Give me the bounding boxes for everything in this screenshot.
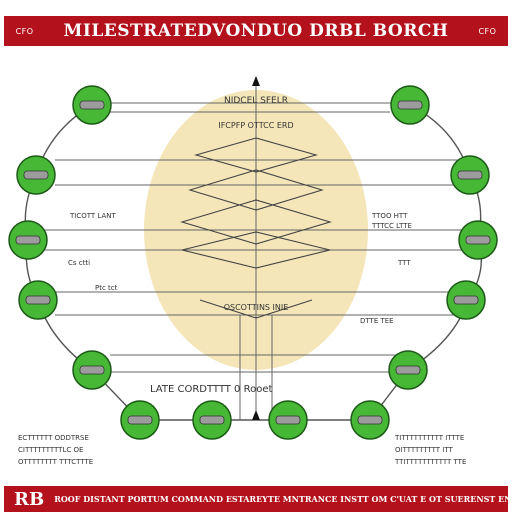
node-8-badge [453,295,479,305]
title-banner: CFO MILESTRATEDVONDUO DRBL BORCH CFO [4,16,508,46]
center-top-label: NIDCEL SFELR [224,96,288,106]
header-right-tag: CFO [478,26,497,36]
node-9-badge [79,365,105,375]
top-marker-icon [252,76,260,86]
footer-banner: RB ROOF DISTANT PORTUM COMMAND ESTAREYTE… [4,486,508,512]
left-legend: ECTTTTTT ODDTRSE CITTTTTTTTTLC OE OTTTTT… [18,434,93,466]
left-legend-line-2: CITTTTTTTTTLC OE [18,446,83,454]
node-7-badge [25,295,51,305]
node-11-badge [127,415,153,425]
node-6-badge [465,235,491,245]
center-mid-label: OSCOTTINS INIE [224,303,289,312]
right-label-3: TTT [397,259,411,267]
left-label-2: Cs ctti [68,259,90,267]
center-diamonds [180,137,332,319]
node-10-badge [395,365,421,375]
left-legend-line-1: ECTTTTTT ODDTRSE [18,434,89,442]
node-2-badge [397,100,423,110]
node-1-badge [79,100,105,110]
left-legend-line-3: OTTTTTTTT TTTCTTTE [18,458,93,466]
node-4-badge [457,170,483,180]
right-legend-line-3: TTITTTTTTTTTTT TTE [394,458,466,466]
node-14-badge [357,415,383,425]
right-legend-line-2: OITTTTTTTTT ITT [395,446,454,454]
right-label-2: TTTCC LTTE [371,222,412,230]
left-label-3: Ptc tct [95,284,118,292]
bottom-row-label: LATE CORDTTTT 0 Rooet [150,384,272,395]
right-legend-line-1: TITTTTTTTTTT ITTTE [394,434,464,442]
footer-text: ROOF DISTANT PORTUM COMMAND ESTAREYTE MN… [54,494,508,504]
right-label-1: TTOO HTT [371,212,408,220]
left-label-1: TICOTT LANT [69,212,116,220]
right-label-4: DTTE TEE [360,317,394,325]
node-5-badge [15,235,41,245]
node-12-badge [199,415,225,425]
bottom-marker-icon [252,410,260,420]
right-legend: TITTTTTTTTTT ITTTE OITTTTTTTTT ITT TTITT… [394,434,466,466]
diagram-title: MILESTRATEDVONDUO DRBL BORCH [63,21,449,41]
header-left-tag: CFO [15,26,34,36]
node-3-badge [23,170,49,180]
node-13-badge [275,415,301,425]
center-sub-label: IFCPFP OTTCC ERD [218,121,293,130]
node-group [8,85,498,440]
footer-code: RB [14,488,45,510]
